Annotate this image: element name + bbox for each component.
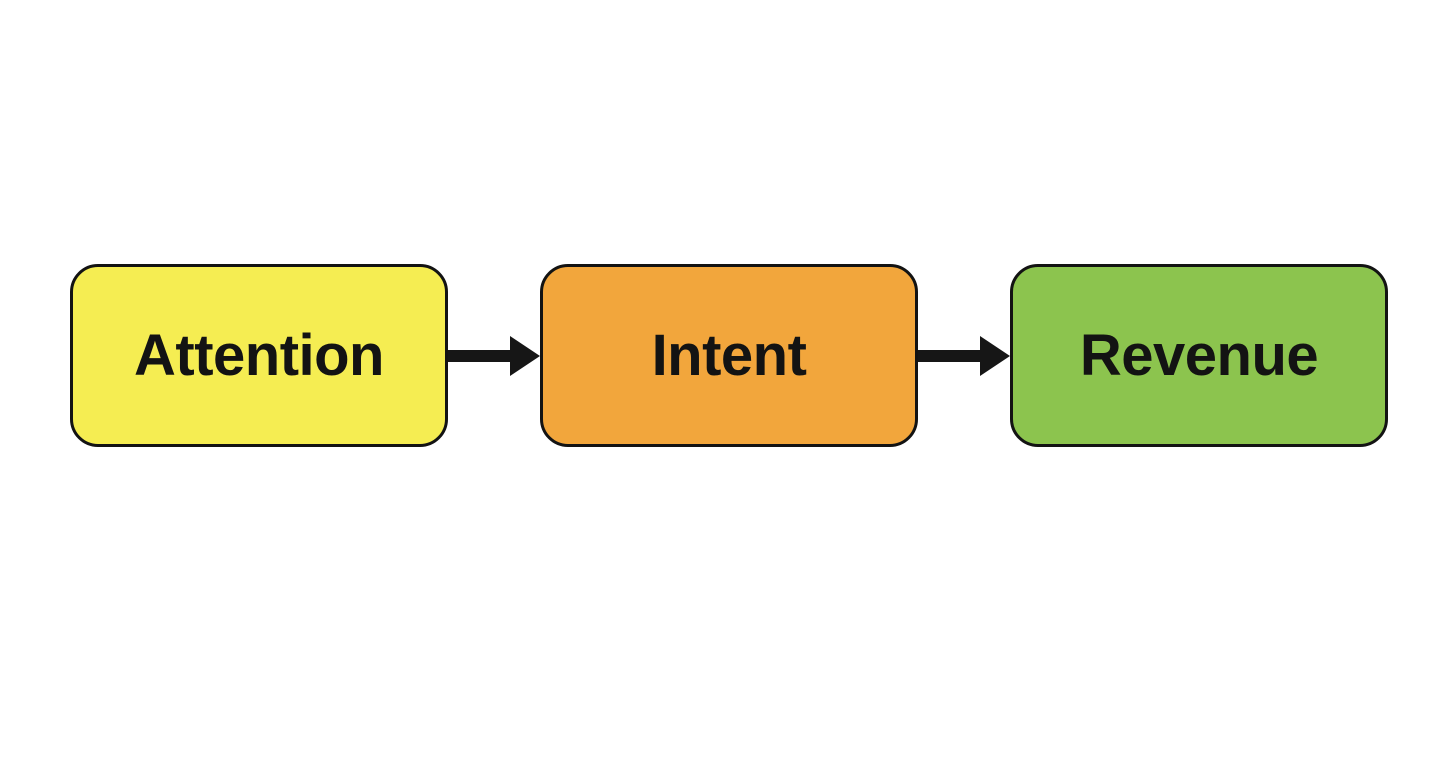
arrow-right-icon — [980, 335, 1010, 376]
node-intent: Intent — [540, 264, 918, 447]
arrow-right-icon — [510, 335, 540, 376]
arrow-shaft — [918, 349, 980, 362]
funnel-flow-diagram: Attention Intent Revenue — [70, 264, 1388, 447]
arrow-intent-to-revenue — [918, 264, 1010, 447]
node-attention: Attention — [70, 264, 448, 447]
node-revenue-label: Revenue — [1079, 322, 1319, 388]
node-intent-label: Intent — [651, 322, 807, 388]
arrow-attention-to-intent — [448, 264, 540, 447]
node-attention-label: Attention — [134, 322, 385, 388]
node-revenue: Revenue — [1010, 264, 1388, 447]
arrow-shaft — [448, 349, 510, 362]
